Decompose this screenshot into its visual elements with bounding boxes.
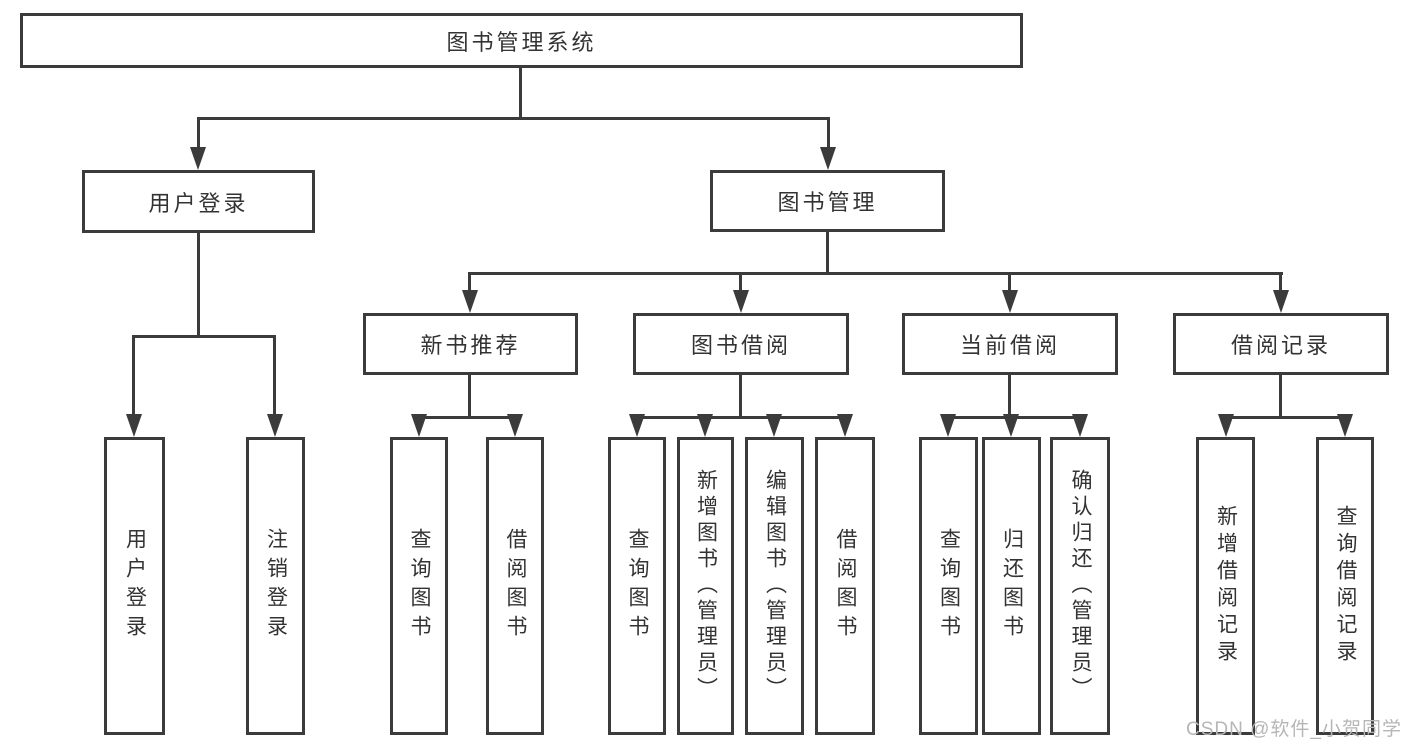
csdn-watermark: CSDN @软件_小贺同学 [1186,719,1402,740]
connector-bookborrow-stem [739,373,742,418]
arrow-down-icon [1218,414,1234,437]
leaf-logout: 注销登录 [246,437,305,735]
leaf-query-borrow-record: 查询借阅记录 [1316,437,1374,735]
leaf-add-borrow-record: 新增借阅记录 [1196,437,1255,735]
connector-drop-book-borrow [739,272,742,293]
arrow-down-icon [820,147,836,170]
connector-drop-new-book-rec [468,272,471,293]
leaf-borrow-book-newrec: 借阅图书 [486,437,544,735]
leaf-edit-book-admin: 编辑图书（管理员） [745,437,804,735]
arrow-down-icon [267,414,283,437]
connector-userlogin-split [132,335,276,338]
leaf-query-book-current: 查询图书 [919,437,978,735]
leaf-query-book-newrec: 查询图书 [390,437,448,735]
connector-userlogin-stem [197,231,200,337]
arrow-down-icon [462,290,478,313]
arrow-down-icon [629,414,645,437]
connector-bookmgmt-stem [826,230,829,274]
arrow-down-icon [766,414,782,437]
node-borrow-record: 借阅记录 [1173,313,1389,375]
connector-drop-borrow-record [1279,272,1282,293]
arrow-down-icon [507,414,523,437]
arrow-down-icon [697,414,713,437]
arrow-down-icon [940,414,956,437]
node-current-borrow: 当前借阅 [902,313,1118,375]
node-new-book-rec: 新书推荐 [363,313,578,375]
node-root: 图书管理系统 [20,13,1023,68]
leaf-query-book-borrow: 查询图书 [608,437,666,735]
arrow-down-icon [1273,290,1289,313]
connector-borrowrecord-stem [1279,373,1282,418]
leaf-confirm-return-admin: 确认归还（管理员） [1050,437,1110,735]
connector-bookborrow-split [635,416,847,419]
connector-root-stem [519,66,522,119]
connector-drop-book-mgmt [827,117,830,149]
leaf-user-login: 用户登录 [104,437,165,735]
arrow-down-icon [411,414,427,437]
connector-root-split [197,117,830,120]
leaf-borrow-book-borrow: 借阅图书 [815,437,875,735]
connector-drop-user-login [197,117,200,149]
connector-newbookrec-split [417,416,518,419]
connector-drop-leaf-logout [273,335,276,415]
node-user-login: 用户登录 [82,170,315,233]
leaf-add-book-admin: 新增图书（管理员） [677,437,734,735]
node-book-borrow: 图书借阅 [633,313,849,375]
connector-drop-current-borrow [1008,272,1011,293]
arrow-down-icon [1002,290,1018,313]
connector-borrowrecord-split [1224,416,1347,419]
node-book-mgmt: 图书管理 [710,170,945,232]
arrow-down-icon [733,290,749,313]
arrow-down-icon [190,147,206,170]
arrow-down-icon [837,414,853,437]
arrow-down-icon [1337,414,1353,437]
arrow-down-icon [1003,414,1019,437]
connector-bookmgmt-split [468,272,1283,275]
connector-newbookrec-stem [468,373,471,418]
connector-drop-leaf-login [132,335,135,415]
connector-currentborrow-stem [1008,373,1011,418]
arrow-down-icon [126,414,142,437]
leaf-return-book: 归还图书 [982,437,1041,735]
arrow-down-icon [1072,414,1088,437]
